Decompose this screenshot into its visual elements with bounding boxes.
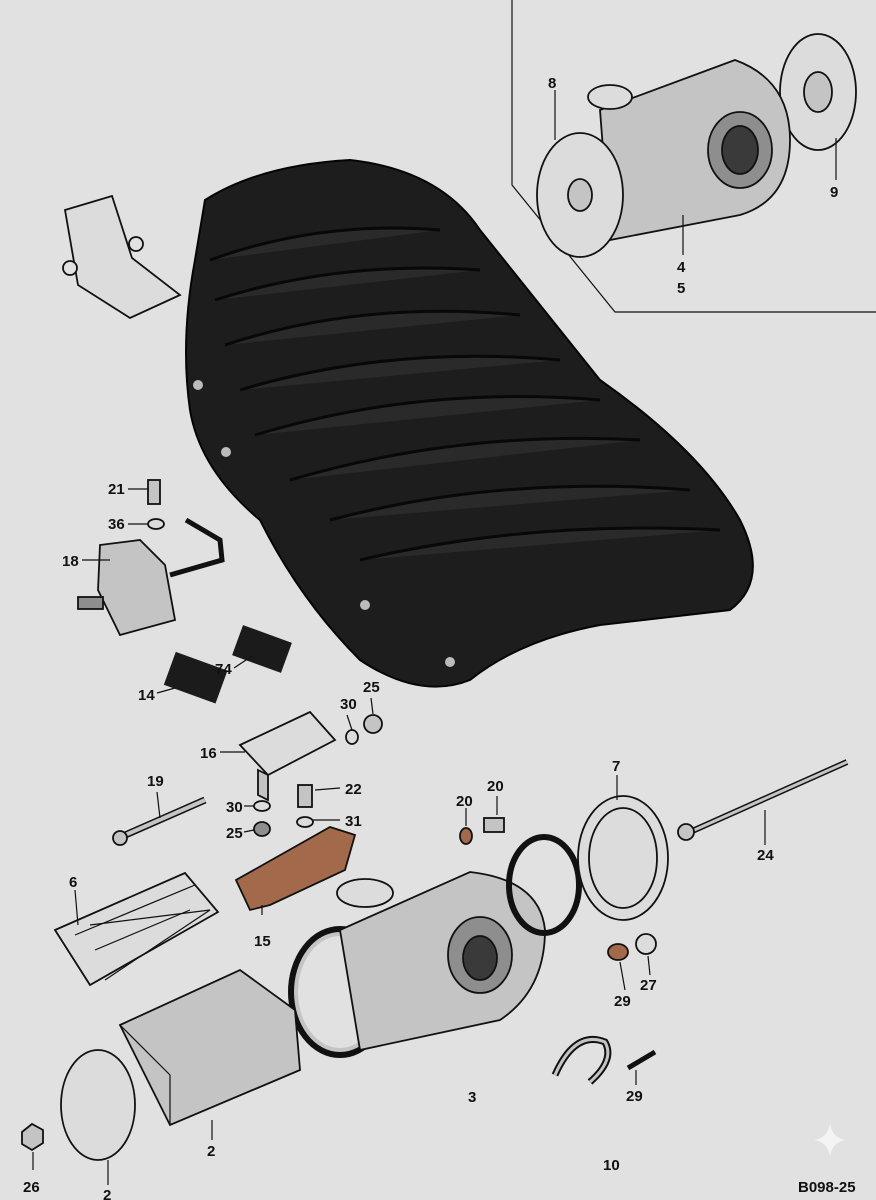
callout-2-element: 2 bbox=[207, 1143, 215, 1160]
case-elbow bbox=[336, 878, 394, 908]
cover-2 bbox=[60, 1049, 136, 1161]
callout-29-screw: 29 bbox=[626, 1088, 643, 1105]
leader-lines bbox=[32, 90, 837, 1185]
seat-body bbox=[185, 158, 754, 688]
callout-21: 21 bbox=[108, 481, 125, 498]
nut-27 bbox=[635, 933, 657, 955]
callout-10: 10 bbox=[603, 1157, 620, 1174]
callout-16: 16 bbox=[200, 745, 217, 762]
callout-20-right: 20 bbox=[487, 778, 504, 795]
callout-31: 31 bbox=[345, 813, 362, 830]
seat bbox=[185, 158, 754, 688]
band-ring-right bbox=[506, 834, 582, 936]
bracket-16 bbox=[238, 710, 337, 802]
bolt-22 bbox=[297, 784, 313, 808]
callout-4: 4 bbox=[677, 259, 686, 276]
callout-26: 26 bbox=[23, 1179, 40, 1196]
callout-8: 8 bbox=[548, 75, 556, 92]
washer-29 bbox=[607, 943, 629, 961]
screw-29 bbox=[626, 1049, 657, 1071]
element-2 bbox=[118, 968, 301, 1127]
inset-air-cleaner bbox=[536, 33, 857, 258]
rod-24 bbox=[677, 759, 849, 841]
rubber-block-14 bbox=[163, 651, 228, 704]
callout-3: 3 bbox=[468, 1089, 476, 1106]
nut-25-lower bbox=[253, 821, 271, 837]
washer-31 bbox=[296, 816, 314, 828]
callout-15: 15 bbox=[254, 933, 271, 950]
callout-14: 14 bbox=[138, 687, 155, 704]
bolt-19 bbox=[112, 796, 207, 846]
sparkle-icon bbox=[814, 1123, 846, 1157]
seat-hinge-18 bbox=[77, 479, 225, 637]
seat-rear-bracket bbox=[62, 194, 182, 320]
callout-25-upper: 25 bbox=[363, 679, 380, 696]
callout-29-washer: 29 bbox=[614, 993, 631, 1010]
callout-19: 19 bbox=[147, 773, 164, 790]
washer-30-upper bbox=[345, 729, 359, 745]
cover-7 bbox=[577, 795, 669, 921]
callout-9: 9 bbox=[830, 184, 838, 201]
callout-18: 18 bbox=[62, 553, 79, 570]
callout-30-upper: 30 bbox=[340, 696, 357, 713]
nut-25-upper bbox=[363, 714, 383, 734]
bolt-20 bbox=[483, 817, 505, 833]
callouts: 8 9 4 5 21 36 18 14 74 30 25 16 19 22 30… bbox=[23, 75, 838, 1200]
washer-30-lower bbox=[253, 800, 271, 812]
washer-36 bbox=[147, 518, 165, 530]
callout-30-lower: 30 bbox=[226, 799, 243, 816]
rubber-pad-15 bbox=[234, 826, 357, 912]
seat-hole bbox=[193, 380, 203, 390]
washer-20 bbox=[459, 827, 473, 845]
rubber-block-74 bbox=[232, 625, 292, 673]
frame-6 bbox=[53, 871, 220, 987]
air-cleaner-case-3 bbox=[288, 834, 582, 1058]
callout-22: 22 bbox=[345, 781, 362, 798]
inset-elbow bbox=[587, 84, 633, 110]
callout-20-left: 20 bbox=[456, 793, 473, 810]
callout-27: 27 bbox=[640, 977, 657, 994]
callout-25-lower: 25 bbox=[226, 825, 243, 842]
figure-code: B098-25 bbox=[798, 1179, 856, 1196]
nut-26 bbox=[21, 1122, 44, 1152]
callout-7: 7 bbox=[612, 758, 620, 775]
callout-36: 36 bbox=[108, 516, 125, 533]
callout-74: 74 bbox=[215, 661, 232, 678]
callout-5: 5 bbox=[677, 280, 685, 297]
clamp-10 bbox=[551, 1035, 657, 1085]
callout-2-cover: 2 bbox=[103, 1187, 111, 1200]
callout-6: 6 bbox=[69, 874, 77, 891]
inset-body-4 bbox=[599, 59, 791, 242]
callout-24: 24 bbox=[757, 847, 774, 864]
bolt-21 bbox=[147, 479, 161, 505]
